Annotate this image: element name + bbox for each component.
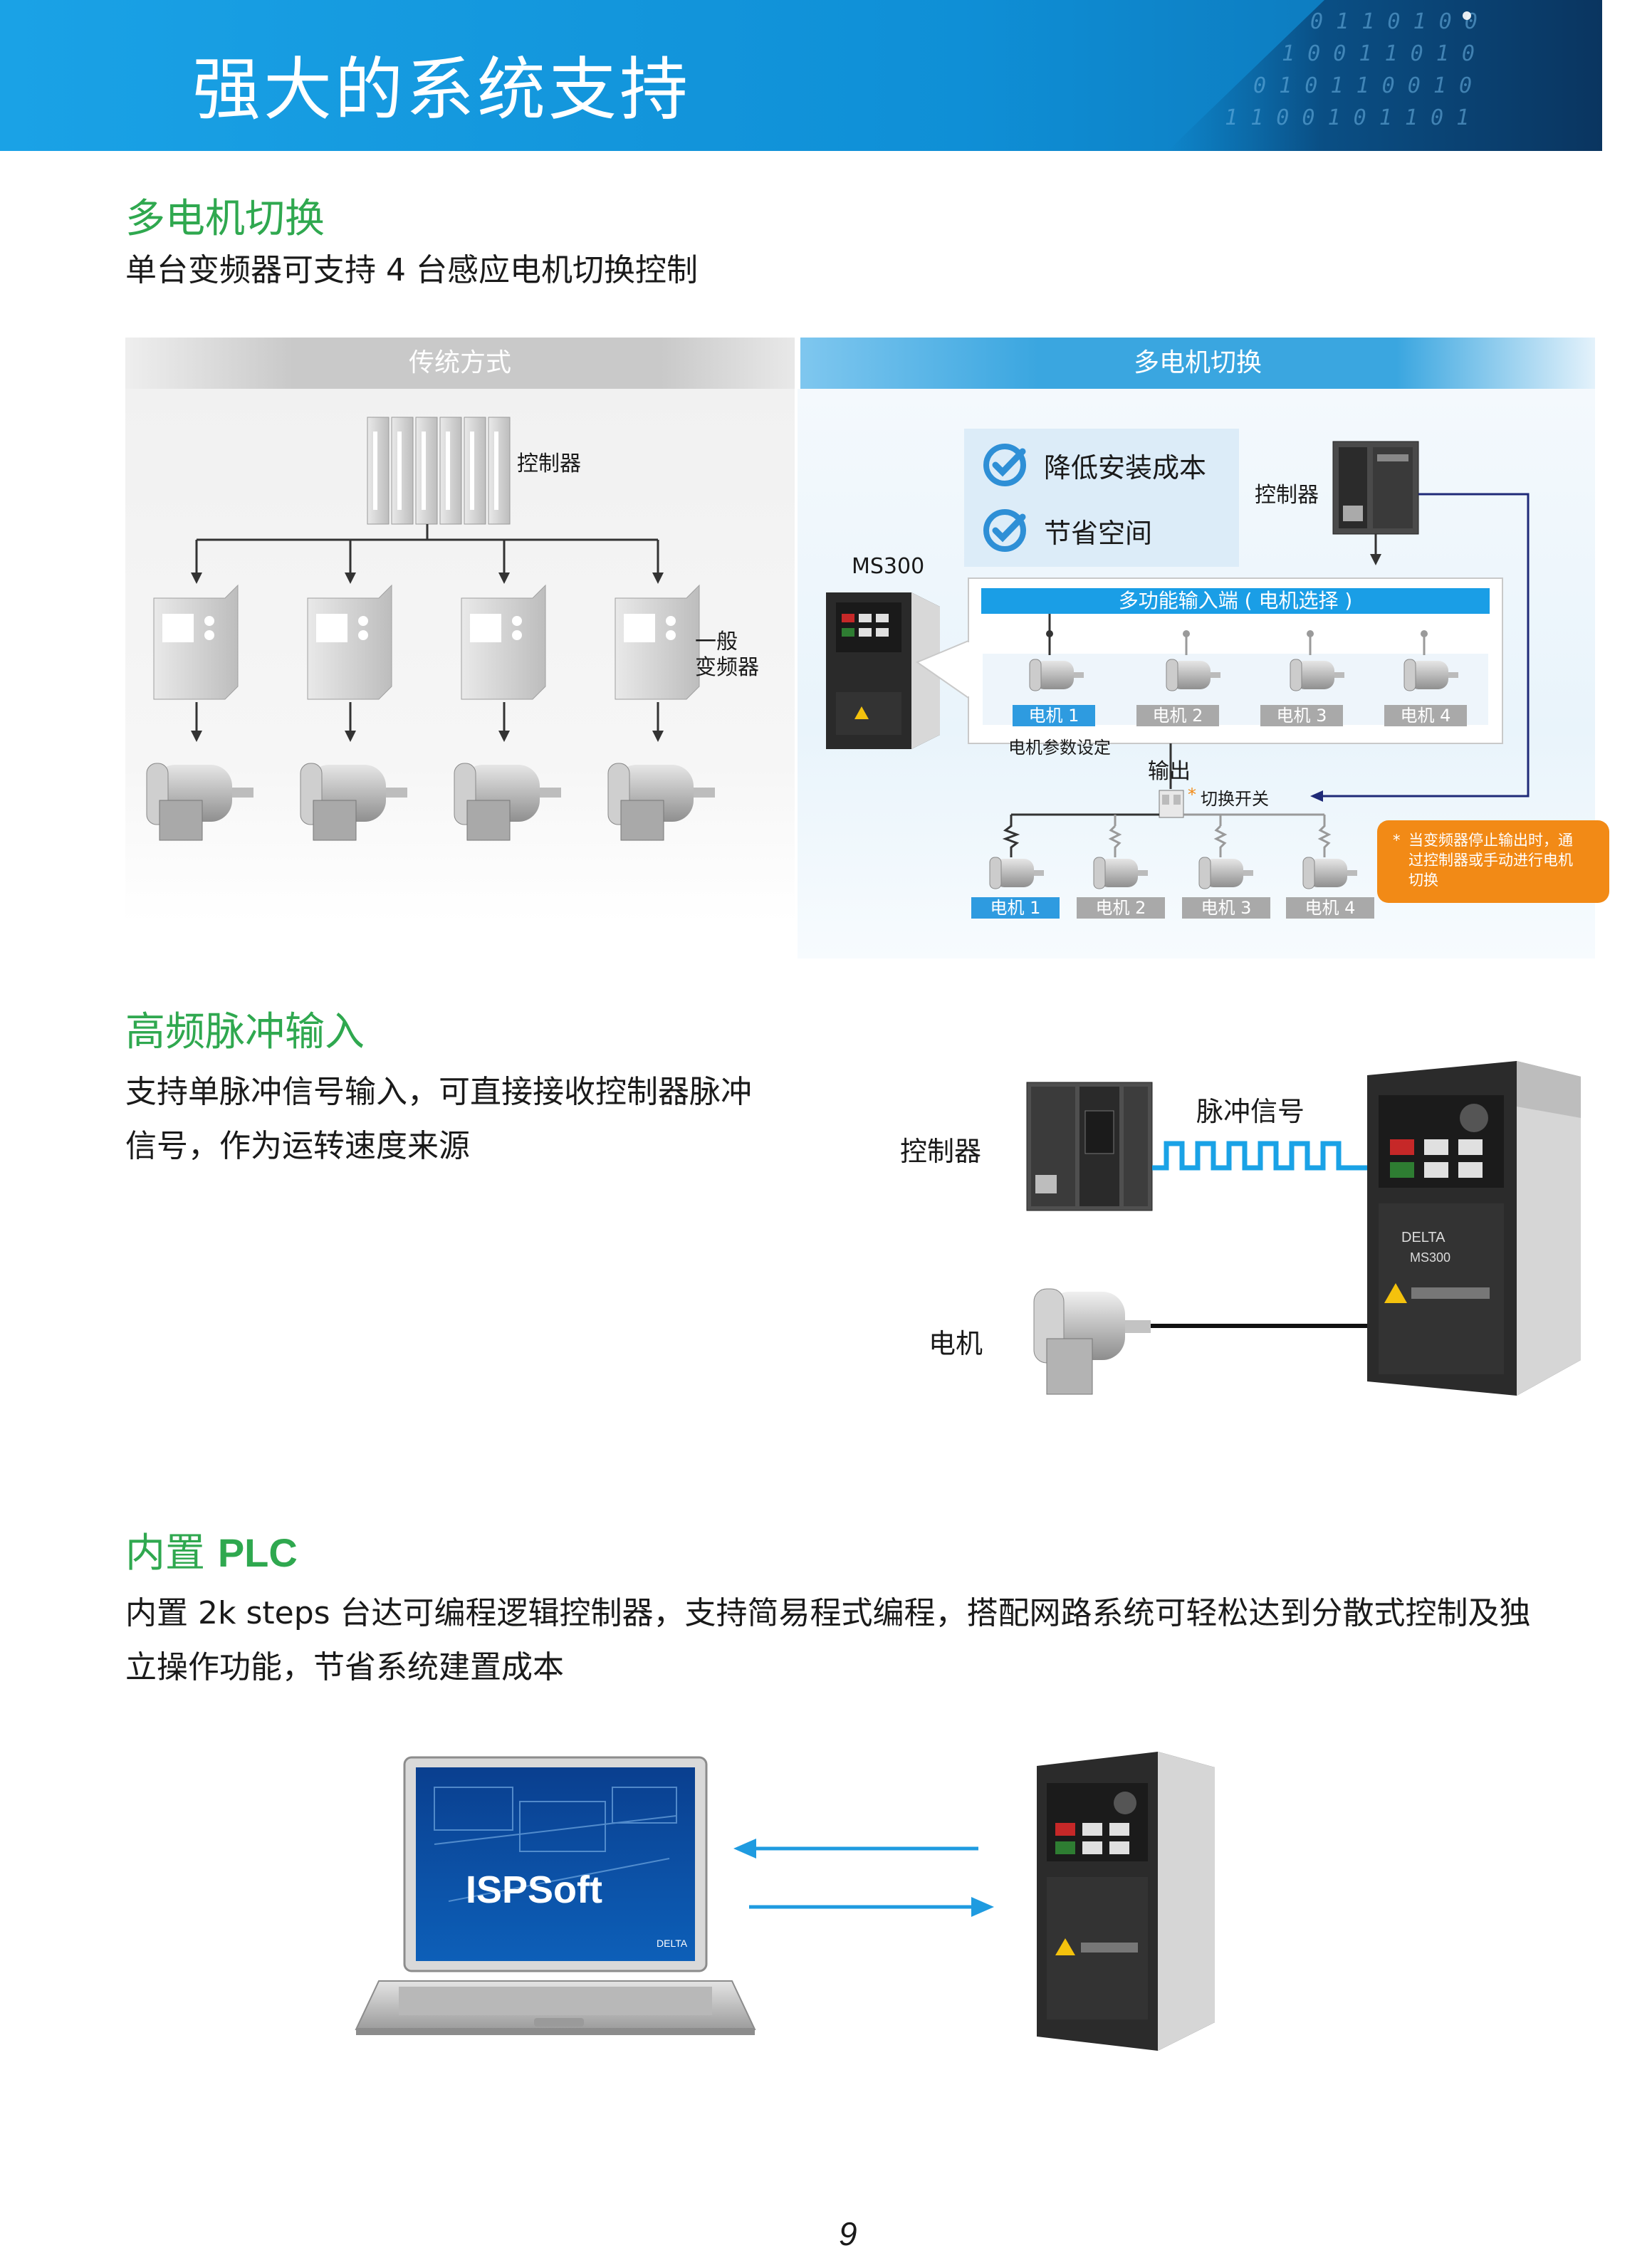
bottom-motor-icons	[989, 857, 1357, 889]
pulse-controller-label: 控制器	[900, 1136, 982, 1167]
svg-text:1 1 0 0 1 0 1 1 0 1: 1 1 0 0 1 0 1 1 0 1	[1225, 105, 1469, 130]
svg-text:1 0 0 1 1 0 1 0: 1 0 0 1 1 0 1 0	[1282, 41, 1475, 66]
section3-body-line-1: 内置 2k steps 台达可编程逻辑控制器，支持简易程式编程，搭配网路系统可轻…	[125, 1595, 1531, 1631]
section3-body-line-2: 立操作功能，节省系统建置成本	[125, 1649, 564, 1685]
motor-icons	[146, 763, 715, 841]
switch-icon	[1159, 790, 1184, 818]
bottom-motor-chip-3: 电机 3	[1182, 897, 1270, 919]
switch-asterisk: *	[1188, 785, 1196, 805]
motor-chip-2: 电机 2	[1136, 705, 1219, 726]
check-icon	[983, 509, 1026, 552]
plc-ms300-drive-icon	[1037, 1752, 1215, 2051]
pulse-ms300-drive-icon: DELTA MS300	[1367, 1061, 1581, 1396]
pulse-input-diagram: DELTA MS300	[1026, 1061, 1581, 1396]
benefit-label-space: 节省空间	[1044, 517, 1153, 549]
motor-chip-3: 电机 3	[1260, 705, 1343, 726]
section2-body-line-1: 支持单脉冲信号输入，可直接接收控制器脉冲	[125, 1074, 752, 1110]
note-line-3: 切换	[1408, 872, 1438, 889]
multi-input-bar: 多功能输入端 ( 电机选择 )	[1118, 589, 1353, 612]
multi-controller-label: 控制器	[1255, 483, 1319, 508]
motor-chip-4: 电机 4	[1384, 705, 1467, 726]
motor-param-label: 电机参数设定	[1008, 738, 1111, 758]
section-title-builtin-plc: 内置 PLC	[125, 1521, 298, 1579]
page-number: 9	[839, 2215, 857, 2252]
controller-rack-icon	[367, 417, 511, 525]
benefit-label-cost: 降低安装成本	[1044, 451, 1207, 483]
selection-motor-icons	[1029, 659, 1458, 691]
pulse-drive-brand: DELTA	[1401, 1230, 1446, 1245]
pulse-motor-icon	[1033, 1288, 1151, 1395]
benefits-box: 降低安装成本 节省空间	[964, 429, 1239, 567]
section-title-multi-motor: 多电机切换	[125, 196, 325, 242]
note-line-2: 过控制器或手动进行电机	[1408, 852, 1573, 869]
header-binary-decoration: 0 1 1 0 1 0 0 1 0 0 1 1 0 1 0 0 1 0 1 1 …	[1168, 0, 1602, 151]
svg-text:0 1 1 0 1 0 0: 0 1 1 0 1 0 0	[1310, 9, 1478, 34]
bottom-motor-chip-2: 电机 2	[1077, 897, 1165, 919]
benefit-row-space: 节省空间	[981, 507, 1152, 554]
motor-chip-1: 电机 1	[1013, 705, 1095, 726]
switch-label: 切换开关	[1201, 789, 1269, 809]
plc-controller-icon	[1332, 441, 1419, 535]
inverter-cabinet-icons	[153, 584, 700, 700]
traditional-bar: 传统方式	[125, 338, 795, 389]
multi-motor-bar: 多电机切换	[800, 338, 1595, 389]
section-subtitle-multi-motor: 单台变频器可支持 4 台感应电机切换控制	[125, 252, 698, 288]
pulse-drive-model: MS300	[1410, 1250, 1450, 1265]
general-inverter-label-line2: 变频器	[695, 655, 759, 680]
pulse-plc-controller-icon	[1026, 1082, 1153, 1211]
bottom-motor-chip-4: 电机 4	[1286, 897, 1374, 919]
general-inverter-label-line1: 一般	[695, 629, 738, 654]
page-title: 强大的系统支持	[192, 50, 691, 130]
section-title-pulse-input: 高频脉冲输入	[125, 1009, 365, 1055]
laptop-icon: ISPSoft DELTA	[355, 1756, 756, 2035]
bottom-motor-chip-1: 电机 1	[971, 897, 1060, 919]
traditional-controller-label: 控制器	[517, 451, 581, 476]
note-box: * 当变频器停止输出时，通 过控制器或手动进行电机 切换	[1377, 820, 1609, 903]
benefit-row-cost: 降低安装成本	[981, 441, 1206, 488]
note-line-1: 当变频器停止输出时，通	[1408, 832, 1573, 849]
bidirectional-arrows	[733, 1839, 994, 1917]
traditional-diagram	[146, 417, 715, 841]
svg-text:0 1 0 1 1 0 0 1 0: 0 1 0 1 1 0 0 1 0	[1253, 73, 1472, 98]
ms300-model-label: MS300	[852, 554, 925, 579]
section2-body-line-2: 信号，作为运转速度来源	[125, 1128, 470, 1164]
note-asterisk: *	[1393, 832, 1401, 849]
plc-programming-diagram: ISPSoft DELTA	[355, 1752, 1215, 2051]
ispsoft-screen-brand: DELTA	[657, 1938, 688, 1949]
pulse-signal-label: 脉冲信号	[1196, 1096, 1305, 1127]
builtin-plc-title-cn: 内置	[125, 1530, 218, 1577]
output-label: 输出	[1148, 759, 1191, 784]
check-icon	[983, 444, 1026, 486]
pulse-motor-label: 电机	[929, 1328, 983, 1359]
ms300-drive-icon	[826, 592, 940, 749]
builtin-plc-title-en: PLC	[217, 1530, 298, 1575]
ispsoft-screen-text: ISPSoft	[466, 1868, 602, 1911]
